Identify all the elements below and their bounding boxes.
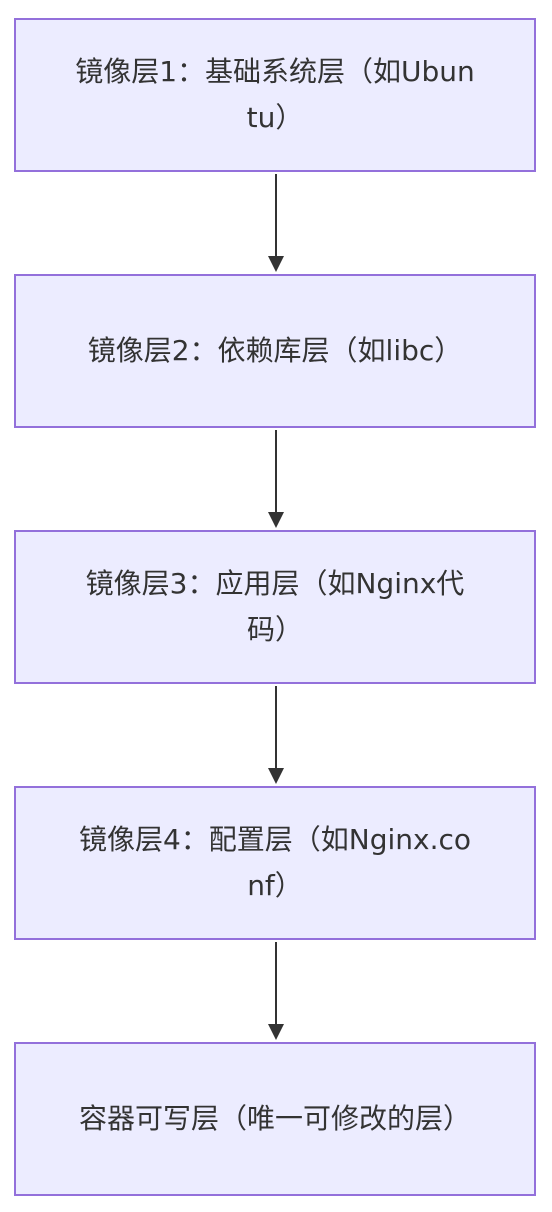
node-config-layer: 镜像层4：配置层（如Nginx.conf） — [14, 786, 536, 940]
edge-4-to-5 — [268, 942, 284, 1040]
edge-3-to-4 — [268, 686, 284, 784]
node-application-layer: 镜像层3：应用层（如Nginx代码） — [14, 530, 536, 684]
node-container-writable-layer: 容器可写层（唯一可修改的层） — [14, 1042, 536, 1196]
node-label: 镜像层4：配置层（如Nginx.conf） — [78, 823, 472, 902]
node-label: 镜像层3：应用层（如Nginx代码） — [85, 567, 465, 646]
edge-2-to-3 — [268, 430, 284, 528]
node-label: 镜像层2：依赖库层（如libc） — [87, 334, 463, 367]
node-base-system-layer: 镜像层1：基础系统层（如Ubuntu） — [14, 18, 536, 172]
node-label: 容器可写层（唯一可修改的层） — [78, 1102, 471, 1135]
edge-1-to-2 — [268, 174, 284, 272]
node-dependency-layer: 镜像层2：依赖库层（如libc） — [14, 274, 536, 428]
node-label: 镜像层1：基础系统层（如Ubuntu） — [75, 55, 475, 134]
